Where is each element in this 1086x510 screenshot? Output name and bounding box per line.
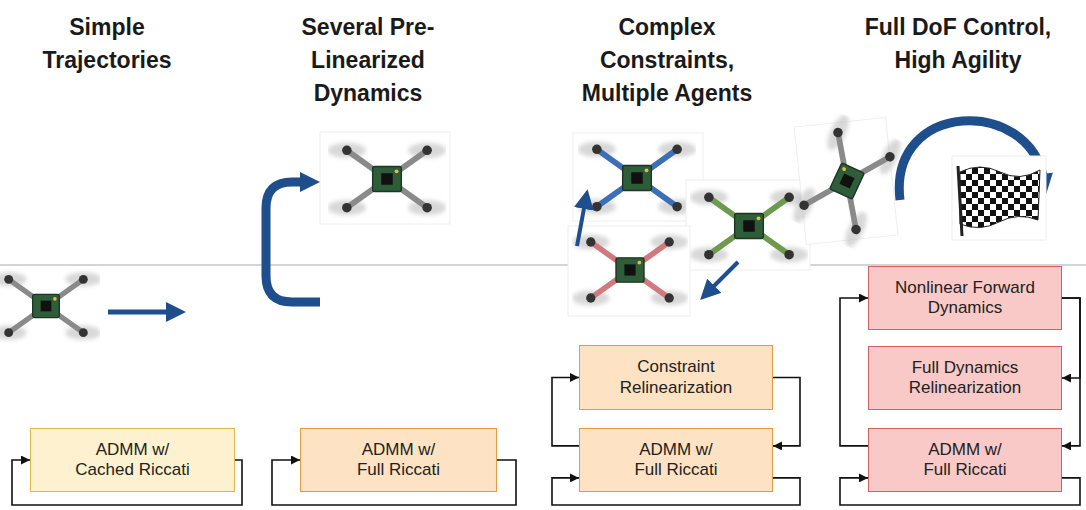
column-heading: Several Pre-Linearized Dynamics	[268, 11, 468, 110]
process-box: Constraint Relinearization	[579, 345, 773, 410]
box-label: ADMM w/ Cached Riccati	[70, 440, 195, 481]
photo-frame	[686, 180, 810, 270]
box-label: ADMM w/ Full Riccati	[918, 440, 1013, 481]
drone-figure	[789, 112, 905, 250]
motion-arrow	[577, 203, 585, 246]
flag-pole	[958, 166, 962, 236]
flow-arrow	[1062, 298, 1080, 446]
process-box: ADMM w/ Full Riccati	[300, 428, 497, 492]
drone-figure	[0, 272, 101, 340]
motion-arrow	[266, 182, 320, 302]
drone-figure	[690, 190, 808, 263]
drone-figure	[328, 143, 446, 216]
checkered-flag	[960, 167, 1040, 228]
flow-arrow	[840, 298, 868, 446]
flow-arrow	[1062, 298, 1080, 378]
photo-frame	[952, 156, 1046, 240]
flow-arrow	[773, 378, 800, 446]
photo-frame	[568, 226, 690, 316]
photo-frame	[573, 133, 703, 221]
process-box: Full Dynamics Relinearization	[868, 346, 1062, 410]
flow-arrow	[552, 378, 579, 446]
box-label: Constraint Relinearization	[614, 357, 739, 398]
drone-figure	[572, 235, 688, 306]
drone-figure	[578, 142, 696, 215]
box-label: Full Dynamics Relinearization	[890, 358, 1040, 399]
box-label: Nonlinear Forward Dynamics	[890, 278, 1040, 319]
process-box: ADMM w/ Cached Riccati	[30, 428, 235, 492]
box-label: ADMM w/ Full Riccati	[351, 440, 446, 481]
process-box: Nonlinear Forward Dynamics	[868, 266, 1062, 330]
motion-arrow	[108, 310, 172, 315]
motion-arrow	[710, 262, 738, 290]
photo-frame	[320, 132, 450, 224]
column-heading: Complex Constraints, Multiple Agents	[567, 11, 767, 110]
box-label: ADMM w/ Full Riccati	[629, 440, 724, 481]
column-heading: Simple Trajectories	[12, 11, 202, 77]
column-heading: Full DoF Control, High Agility	[851, 11, 1066, 77]
process-box: ADMM w/ Full Riccati	[579, 428, 773, 492]
process-box: ADMM w/ Full Riccati	[868, 428, 1062, 492]
